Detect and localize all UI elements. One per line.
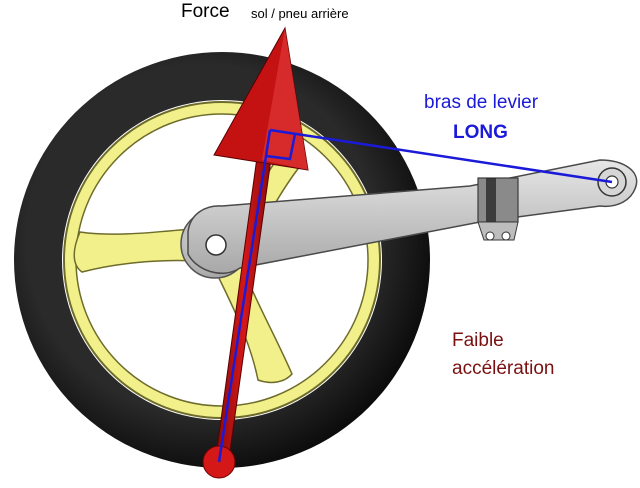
- acceleration-label-line2: accélération: [452, 358, 555, 379]
- swing-arm-clamp-shadow: [486, 178, 496, 222]
- swing-arm-body: [187, 159, 638, 275]
- bracket-hole-1: [485, 231, 495, 241]
- swing-arm-clamp: [477, 177, 519, 223]
- axle-hole: [205, 234, 227, 256]
- lever-arm-line: [269, 128, 613, 184]
- lever-arm-label: bras de levier: [424, 92, 539, 113]
- swing-arm: [187, 159, 638, 275]
- right-angle-marker: [265, 133, 297, 161]
- force-label: Force: [181, 1, 230, 22]
- spoke-left: [73, 227, 211, 273]
- bracket-hole-2: [501, 231, 511, 241]
- force-line-of-action: [217, 129, 272, 463]
- swing-arm-bracket: [477, 221, 519, 241]
- acceleration-label-line1: Faible: [452, 330, 504, 351]
- lever-arm-length-label: LONG: [453, 122, 508, 143]
- force-sublabel: sol / pneu arrière: [251, 6, 349, 21]
- lever-arm-indicator: [217, 128, 613, 463]
